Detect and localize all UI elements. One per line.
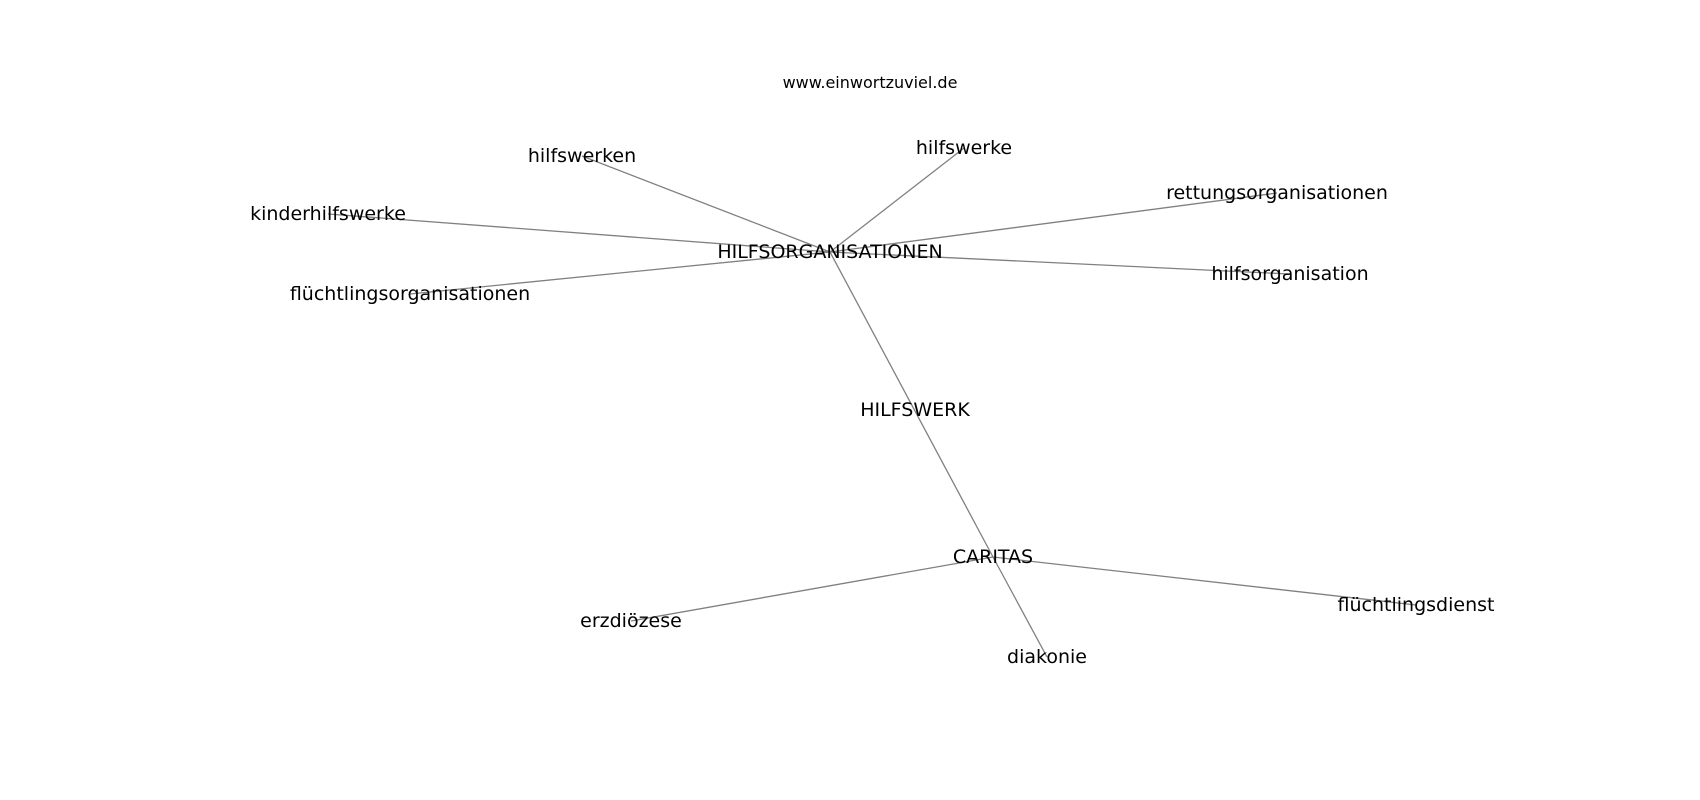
node-hilfswerke: hilfswerke bbox=[916, 137, 1012, 159]
node-rettungsorganisationen: rettungsorganisationen bbox=[1166, 182, 1388, 204]
node-hilfsorganisationen: HILFSORGANISATIONEN bbox=[717, 241, 942, 263]
nodes-layer: HILFSORGANISATIONEN HILFSWERK CARITAS hilfs… bbox=[250, 137, 1494, 668]
edge-hilfsorganisationen-hilfswerke bbox=[829, 147, 965, 253]
node-fluechtlingsdienst: flüchtlingsdienst bbox=[1338, 594, 1495, 616]
edge-caritas-fluechtlingsdienst bbox=[992, 556, 1417, 606]
edge-caritas-erzdioezese bbox=[630, 556, 994, 622]
node-hilfswerk: HILFSWERK bbox=[860, 399, 970, 421]
edge-caritas-diakonie bbox=[992, 556, 1048, 658]
node-kinderhilfswerke: kinderhilfswerke bbox=[250, 203, 406, 225]
edge-hilfsorganisationen-rettungsorganisationen bbox=[829, 192, 1278, 253]
node-caritas: CARITAS bbox=[953, 546, 1033, 568]
node-hilfsorganisation: hilfsorganisation bbox=[1211, 263, 1368, 285]
node-hilfswerken: hilfswerken bbox=[528, 145, 636, 167]
node-diakonie: diakonie bbox=[1007, 646, 1087, 668]
edges-layer bbox=[327, 147, 1417, 658]
edge-hilfsorganisationen-fluechtlingsorganisationen bbox=[409, 251, 831, 295]
edge-hilfsorganisationen-hilfswerken bbox=[581, 155, 831, 253]
node-fluechtlingsorganisationen: flüchtlingsorganisationen bbox=[290, 283, 530, 305]
edge-hilfsorganisationen-caritas bbox=[829, 251, 994, 558]
node-erzdioezese: erzdiözese bbox=[580, 610, 682, 632]
edge-hilfsorganisationen-kinderhilfswerke bbox=[327, 213, 831, 253]
watermark-text: www.einwortzuviel.de bbox=[783, 73, 958, 92]
edge-hilfsorganisationen-hilfsorganisation bbox=[829, 251, 1291, 275]
